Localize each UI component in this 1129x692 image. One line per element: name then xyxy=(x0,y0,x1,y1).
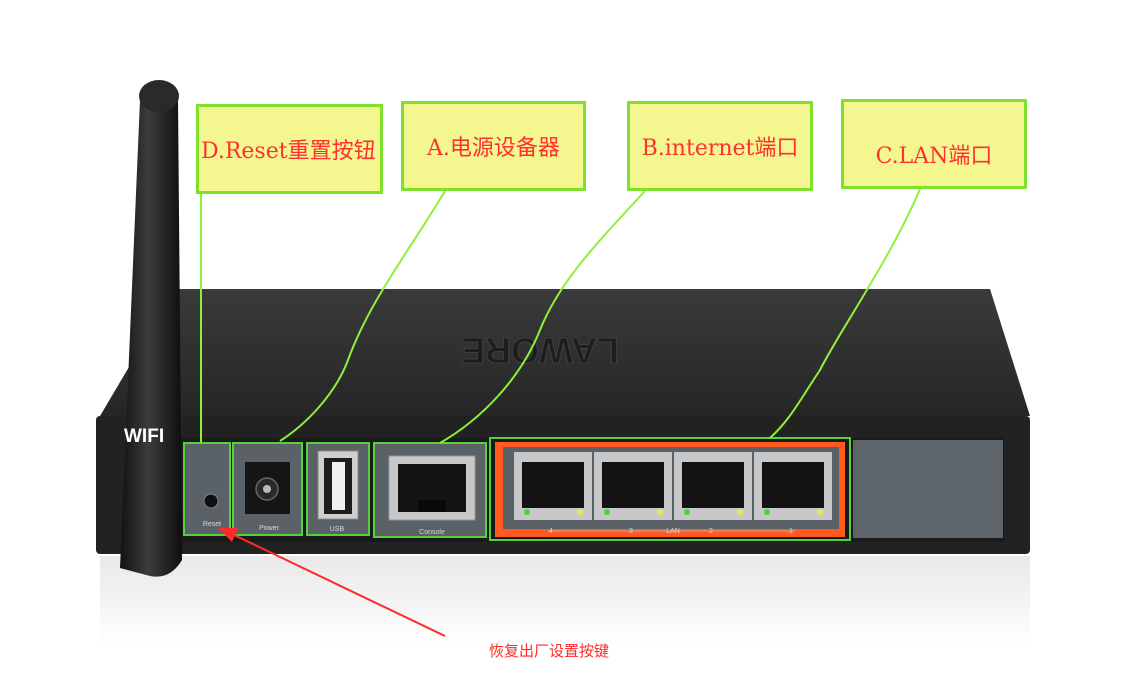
reset-port-label: Reset xyxy=(203,521,221,528)
lan-ports xyxy=(514,452,832,520)
lan-led xyxy=(524,509,530,515)
reset-button[interactable] xyxy=(203,493,219,509)
lan-highlight xyxy=(489,437,851,541)
router-top xyxy=(100,289,1030,416)
lan-led xyxy=(817,509,823,515)
factory-reset-note: 恢复出厂设置按键 xyxy=(489,642,610,660)
lan-number-3: 3 xyxy=(629,528,633,535)
lan-led xyxy=(657,509,663,515)
lan-port-inner xyxy=(522,462,584,508)
brand-logo: LAWORE xyxy=(461,330,619,371)
callout-reset: D.Reset重置按钮 xyxy=(196,104,383,194)
lan-group-label: LAN xyxy=(666,528,680,535)
usb-tongue xyxy=(332,462,345,510)
console-port-latch xyxy=(418,500,446,512)
lan-led xyxy=(764,509,770,515)
lan-connector xyxy=(769,188,921,439)
reset-panel xyxy=(183,442,231,536)
lan-port-inner xyxy=(682,462,744,508)
internet-connector xyxy=(439,190,646,444)
lan-led xyxy=(684,509,690,515)
callout-lan-text: C.LAN端口 xyxy=(875,144,993,169)
callout-power-text: A.电源设备器 xyxy=(427,136,560,161)
power-jack-pin xyxy=(263,485,271,493)
reset-arrow xyxy=(218,528,446,637)
side-plate xyxy=(853,440,1003,538)
antenna-label: WIFI xyxy=(124,426,164,447)
lan-led xyxy=(737,509,743,515)
callout-connectors xyxy=(200,188,921,444)
usb-port-label: USB xyxy=(330,526,345,533)
lan-number-2: 2 xyxy=(709,528,713,535)
callout-internet-text: B.internet端口 xyxy=(641,136,799,161)
device-reflection xyxy=(100,556,1030,646)
callout-lan: C.LAN端口 xyxy=(841,99,1027,189)
callout-power: A.电源设备器 xyxy=(401,101,586,191)
callout-reset-text: D.Reset重置按钮 xyxy=(201,139,376,164)
lan-led xyxy=(577,509,583,515)
lan-led xyxy=(604,509,610,515)
power-port-label: Power xyxy=(259,525,280,532)
lan-port-inner xyxy=(762,462,824,508)
lan-number-4: 4 xyxy=(549,528,553,535)
callout-internet: B.internet端口 xyxy=(627,101,813,191)
power-connector xyxy=(279,190,446,442)
lan-number-1: 1 xyxy=(789,528,793,535)
console-port-label: Console xyxy=(419,529,445,536)
antenna: WIFI xyxy=(120,80,182,577)
lan-port-inner xyxy=(602,462,664,508)
